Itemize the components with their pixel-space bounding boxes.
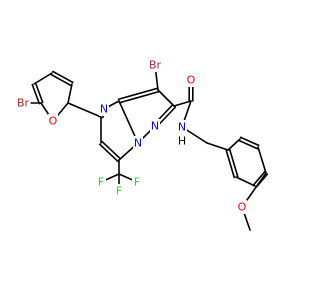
label-backdrop <box>99 102 109 116</box>
single-bond <box>33 72 53 85</box>
label-backdrop <box>177 120 187 134</box>
double-bond-line <box>50 73 72 87</box>
single-bond <box>67 102 102 118</box>
label-backdrop <box>48 114 58 128</box>
atom-label-n-bridge: N <box>134 137 142 150</box>
double-bond-line <box>31 83 41 105</box>
double-bond-line <box>252 171 266 186</box>
atom-label-n-amide: N <box>178 121 186 134</box>
label-backdrop <box>132 175 142 189</box>
label-backdrop <box>15 96 31 110</box>
double-bond-line <box>101 140 122 160</box>
label-backdrop <box>237 200 247 214</box>
label-backdrop <box>147 58 163 72</box>
atom-label-br-furan: Br <box>17 97 30 110</box>
double-bond-line <box>117 87 159 101</box>
single-bond <box>227 138 241 151</box>
label-backdrop <box>133 136 143 150</box>
atom-label-h-amide: H <box>178 135 186 148</box>
double-bond-line <box>238 139 259 150</box>
label-backdrop <box>150 119 160 133</box>
single-bond <box>157 89 175 107</box>
single-bond <box>235 176 256 187</box>
atom-label-n-pyrazole: N <box>151 120 159 133</box>
label-backdrop <box>114 184 124 198</box>
single-bond <box>257 146 267 174</box>
atom-label-n-pyrimidine: N <box>100 103 108 116</box>
atom-label-br-core: Br <box>149 59 162 72</box>
label-backdrop <box>186 73 196 87</box>
double-bond-line <box>52 70 74 84</box>
label-backdrop <box>96 175 106 189</box>
single-bond <box>206 142 229 151</box>
atom-label-o-carbonyl: O <box>187 74 196 87</box>
atom-label-o-methoxy: O <box>238 201 247 214</box>
double-bond-line <box>98 143 119 163</box>
double-bond-line <box>239 136 260 147</box>
atom-label-f-right: F <box>134 176 140 189</box>
atom-label-o-furan: O <box>49 115 58 128</box>
atom-label-f-left: F <box>98 176 104 189</box>
label-backdrop <box>177 134 187 148</box>
atom-label-f-top: F <box>116 185 122 198</box>
single-bond <box>67 83 73 104</box>
double-bond-line <box>118 90 160 104</box>
double-bond-line <box>225 149 236 179</box>
double-bond-line <box>34 82 44 104</box>
double-bond-line <box>228 148 239 178</box>
single-bond <box>173 100 192 107</box>
bond-layer <box>22 64 269 231</box>
